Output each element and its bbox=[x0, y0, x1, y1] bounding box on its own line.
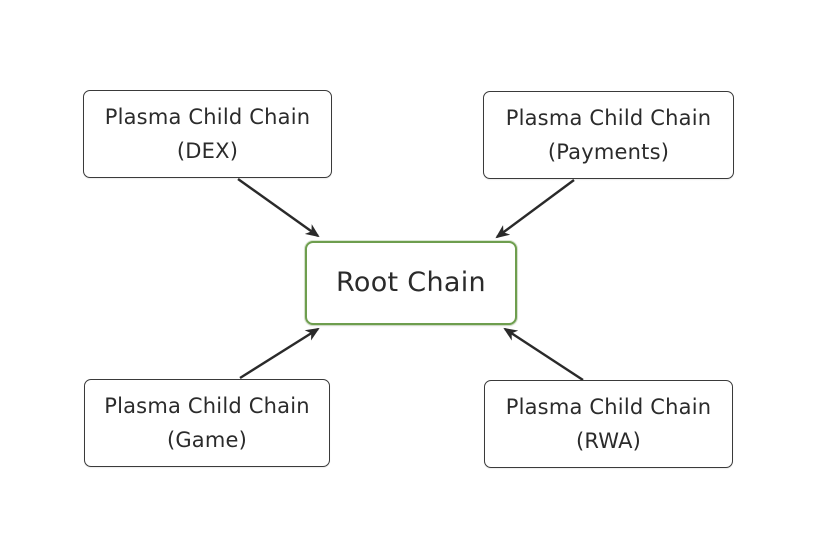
node-game-subtitle: (Game) bbox=[166, 428, 248, 452]
node-rwa-title: Plasma Child Chain bbox=[505, 395, 712, 419]
node-child-rwa: Plasma Child Chain (RWA) bbox=[484, 380, 733, 468]
edge-payments-to-root bbox=[495, 179, 575, 239]
node-root-chain: Root Chain bbox=[305, 241, 517, 325]
node-dex-title: Plasma Child Chain bbox=[104, 105, 311, 129]
node-child-dex: Plasma Child Chain (DEX) bbox=[83, 90, 332, 178]
node-game-title: Plasma Child Chain bbox=[104, 394, 310, 418]
node-dex-subtitle: (DEX) bbox=[176, 139, 239, 163]
node-payments-title: Plasma Child Chain bbox=[505, 106, 712, 130]
edge-dex-to-root bbox=[237, 178, 320, 238]
node-child-game: Plasma Child Chain (Game) bbox=[84, 379, 330, 467]
node-child-payments: Plasma Child Chain (Payments) bbox=[483, 91, 734, 179]
node-root-title: Root Chain bbox=[336, 267, 486, 298]
node-payments-subtitle: (Payments) bbox=[547, 140, 670, 164]
edge-rwa-to-root bbox=[503, 327, 584, 382]
edge-game-to-root bbox=[239, 327, 320, 380]
node-rwa-subtitle: (RWA) bbox=[575, 429, 642, 453]
